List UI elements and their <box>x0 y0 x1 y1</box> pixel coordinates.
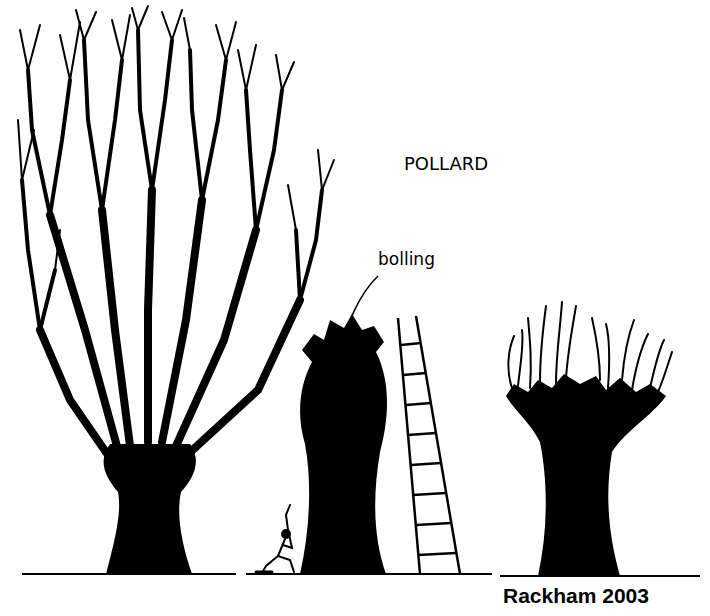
grown-pollard-tree <box>18 6 334 574</box>
leader-arrow <box>332 276 378 472</box>
part-label: bolling <box>378 250 435 269</box>
ladder <box>398 316 460 574</box>
woodcutter-figure <box>256 505 294 573</box>
source-credit: Rackham 2003 <box>503 584 649 607</box>
regrowing-pollard-tree <box>506 302 672 576</box>
figure-heading: POLLARD <box>404 154 488 174</box>
cut-pollard-tree <box>300 314 387 574</box>
